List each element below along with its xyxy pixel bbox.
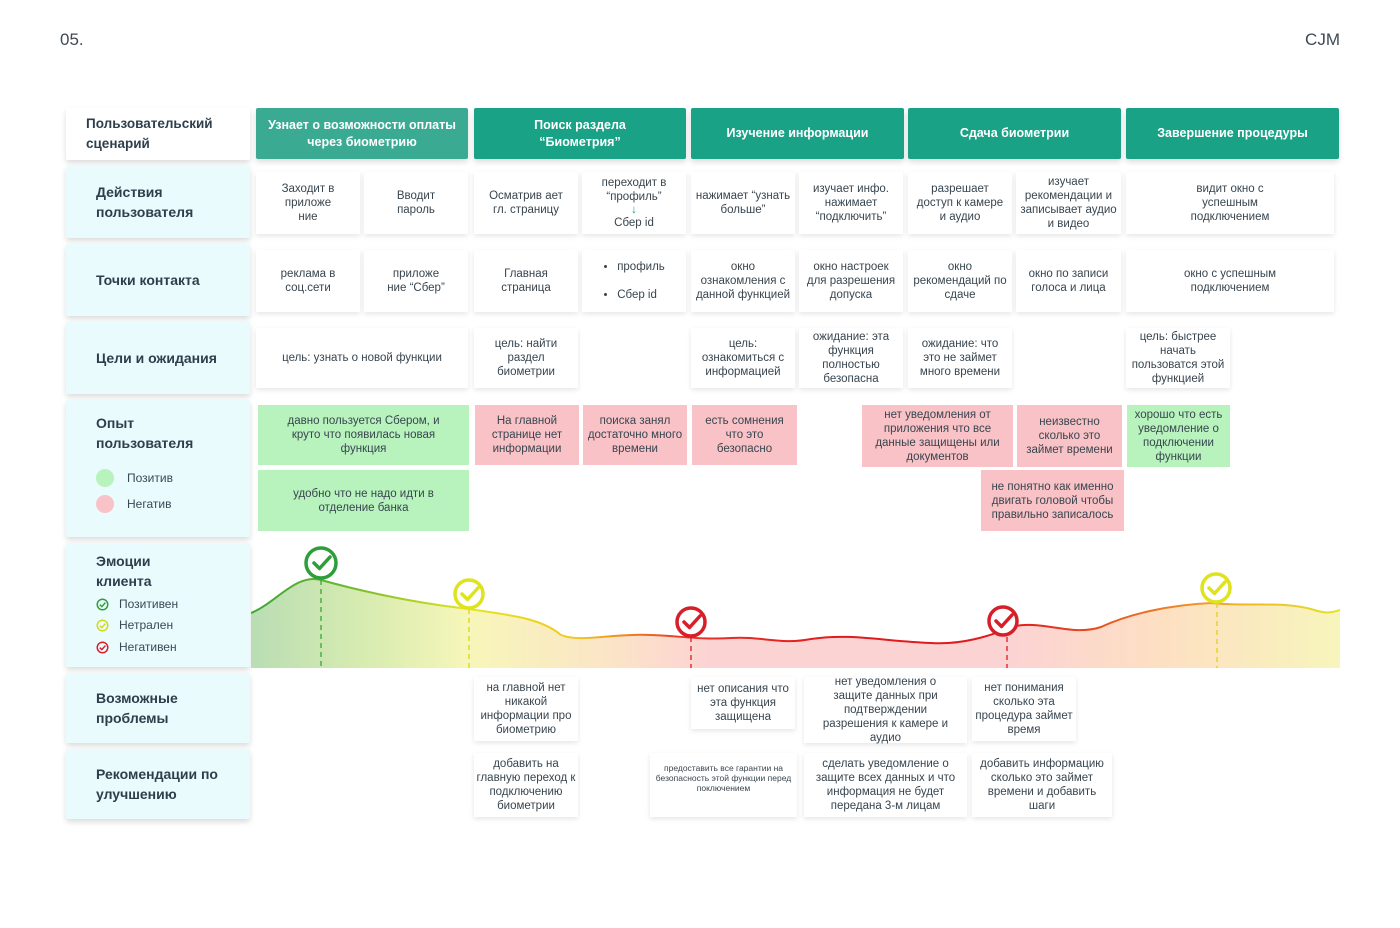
negative-dot-icon [96, 495, 114, 513]
action-card: Осматрив ает гл. страницу [474, 172, 578, 234]
emotion-line [251, 577, 1340, 645]
legend-negative: Негатив [96, 495, 171, 513]
goal-card: цель: найти раздел биометрии [474, 328, 578, 388]
legend-positive-label: Позитив [127, 471, 173, 485]
experience-card-positive: удобно что не надо идти в отделение банк… [258, 470, 469, 531]
action-card: нажимает “узнать больше” [691, 172, 795, 234]
neutral-marker-icon [1200, 572, 1232, 604]
page-number: 05. [60, 30, 84, 49]
emo-legend-neutral-label: Нетрален [119, 618, 174, 632]
neutral-check-icon [96, 618, 109, 632]
goal-card: ожидание: что это не займет много времен… [908, 328, 1012, 388]
emotion-area [251, 578, 1340, 668]
touchpoint-card: окно настроек для разрешения допуска [799, 250, 903, 312]
row-label-touchpoints: Точки контакта [66, 244, 250, 316]
negative-check-icon [96, 640, 109, 654]
recommendation-card: добавить на главную переход к подключени… [474, 753, 578, 817]
legend-positive: Позитив [96, 469, 173, 487]
experience-card-negative: На главной странице нет информации [475, 405, 579, 465]
action-card: разрешает доступ к камере и аудио [908, 172, 1012, 234]
action-card: Вводит пароль [364, 172, 468, 234]
problem-card: нет уведомления о защите данных при подт… [804, 676, 967, 744]
page-tag: CJM [1305, 30, 1340, 49]
goal-card: цель: узнать о новой функции [256, 328, 468, 388]
emo-legend-negative-label: Негативен [119, 640, 177, 654]
touchpoint-card: приложе ние “Сбер” [364, 250, 468, 312]
arrow-down-icon: ↓ [631, 204, 637, 216]
touchpoint-card: Главная страница [474, 250, 578, 312]
touchpoint-card: реклама в соц.сети [256, 250, 360, 312]
goal-card: ожидание: эта функция полностью безопасн… [799, 328, 903, 388]
stage-1: Узнает о возможности оплаты через биомет… [256, 108, 468, 159]
problem-card: нет описания что эта функция защищена [691, 677, 795, 729]
goal-card: цель: ознакомиться с информацией [691, 328, 795, 388]
row-label-goals: Цели и ожидания [66, 322, 250, 394]
action-card: изучает инфо. нажимает “подключить” [799, 172, 903, 234]
recommendation-card: предоставить все гарантии на безопасност… [650, 753, 797, 817]
row-label-recommendations: Рекомендации по улучшению [66, 749, 250, 819]
stage-4: Сдача биометрии [908, 108, 1121, 159]
recommendation-card: сделать уведомление о защите всех данных… [804, 753, 967, 817]
action-card: Заходит в приложе ние [256, 172, 360, 234]
problem-card: на главной нет никакой информации про би… [474, 677, 578, 741]
negative-marker-icon [675, 606, 707, 638]
stage-5: Завершение процедуры [1126, 108, 1339, 159]
emotion-curve-chart [251, 546, 1340, 668]
emo-legend-negative: Негативен [96, 640, 177, 654]
list-item: профиль [617, 260, 665, 274]
touchpoint-card: окно ознакомления с данной функцией [691, 250, 795, 312]
list-item: Сбер id [617, 288, 665, 302]
neutral-marker-icon [453, 578, 485, 610]
experience-card-positive: хорошо что есть уведомление о подключени… [1127, 405, 1230, 467]
positive-marker-icon [304, 546, 338, 580]
recommendation-card: добавить информацию сколько это займет в… [972, 753, 1112, 817]
touchpoint-card: профиль Сбер id [582, 250, 686, 312]
row-label-experience-text: Опыт пользователя [96, 415, 194, 451]
positive-check-icon [96, 597, 109, 611]
touchpoint-card: окно с успешным подключением [1126, 250, 1334, 312]
action-card: переходит в “профиль” ↓ Сбер id [582, 172, 686, 234]
problem-card: нет понимания сколько эта процедура займ… [972, 677, 1076, 741]
touchpoint-card: окно по записи голоса и лица [1016, 250, 1121, 312]
negative-marker-icon [987, 605, 1019, 637]
action-card: изучает рекомендации и записывает аудио … [1016, 172, 1121, 234]
legend-negative-label: Негатив [127, 497, 172, 511]
experience-card-positive: давно пользуется Сбером, и круто что поя… [258, 405, 469, 465]
touchpoint-card: окно рекомендаций по сдаче [908, 250, 1012, 312]
row-label-experience: Опыт пользователя [66, 400, 250, 537]
row-label-emotions-text: Эмоции клиента [96, 553, 152, 589]
experience-card-negative: не понятно как именно двигать головой чт… [981, 470, 1124, 531]
experience-card-negative: поиска занял достаточно много времени [583, 405, 687, 465]
emo-legend-positive-label: Позитивен [119, 597, 179, 611]
action-card: видит окно с успешным подключением [1126, 172, 1334, 234]
row-label-actions: Действия пользователя [66, 166, 250, 238]
experience-card-negative: неизвестно сколько это займет времени [1017, 405, 1122, 467]
experience-card-negative: нет уведомления от приложения что все да… [862, 405, 1013, 467]
touchpoint-list: профиль Сбер id [603, 246, 665, 316]
stage-2: Поиск раздела “Биометрия” [474, 108, 686, 159]
positive-dot-icon [96, 469, 114, 487]
emo-legend-neutral: Нетрален [96, 618, 173, 632]
experience-card-negative: есть сомнения что это безопасно [692, 405, 797, 465]
action-card-text: переходит в “профиль” [601, 177, 667, 203]
goal-card: цель: быстрее начать пользоватся этой фу… [1126, 328, 1230, 388]
row-label-problems: Возможные проблемы [66, 673, 250, 743]
stage-3: Изучение информации [691, 108, 904, 159]
action-card-text: Сбер id [614, 217, 654, 229]
row-label-scenario: Пользовательский сценарий [66, 108, 250, 160]
emo-legend-positive: Позитивен [96, 597, 178, 611]
